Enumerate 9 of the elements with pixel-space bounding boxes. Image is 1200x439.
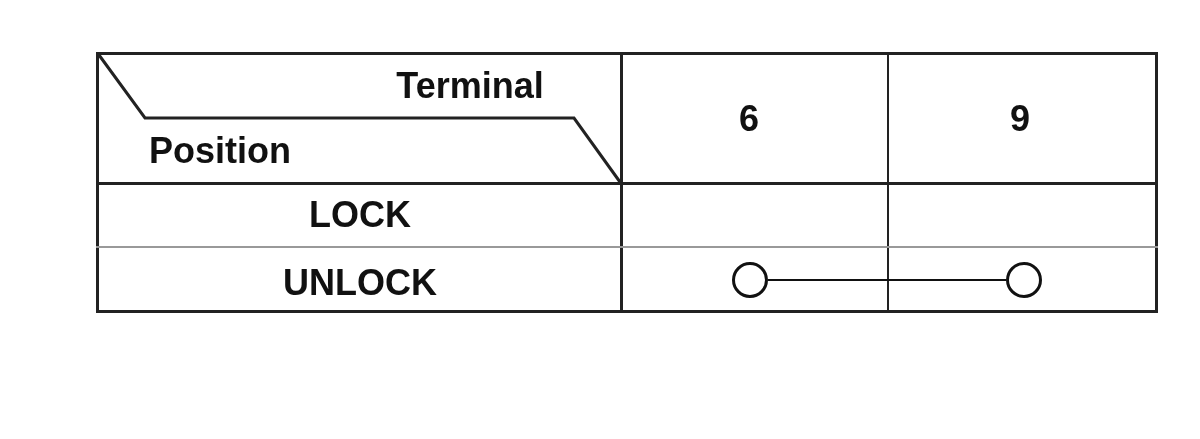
table-text: 6 <box>739 101 759 137</box>
table-text: Position <box>149 133 291 169</box>
table-text: Terminal <box>396 68 544 104</box>
table-text: 9 <box>1010 101 1030 137</box>
table-text: UNLOCK <box>283 265 437 301</box>
continuity-circle <box>732 262 768 298</box>
table-text: LOCK <box>309 197 411 233</box>
continuity-circle <box>1006 262 1042 298</box>
connection-line <box>767 279 1007 281</box>
